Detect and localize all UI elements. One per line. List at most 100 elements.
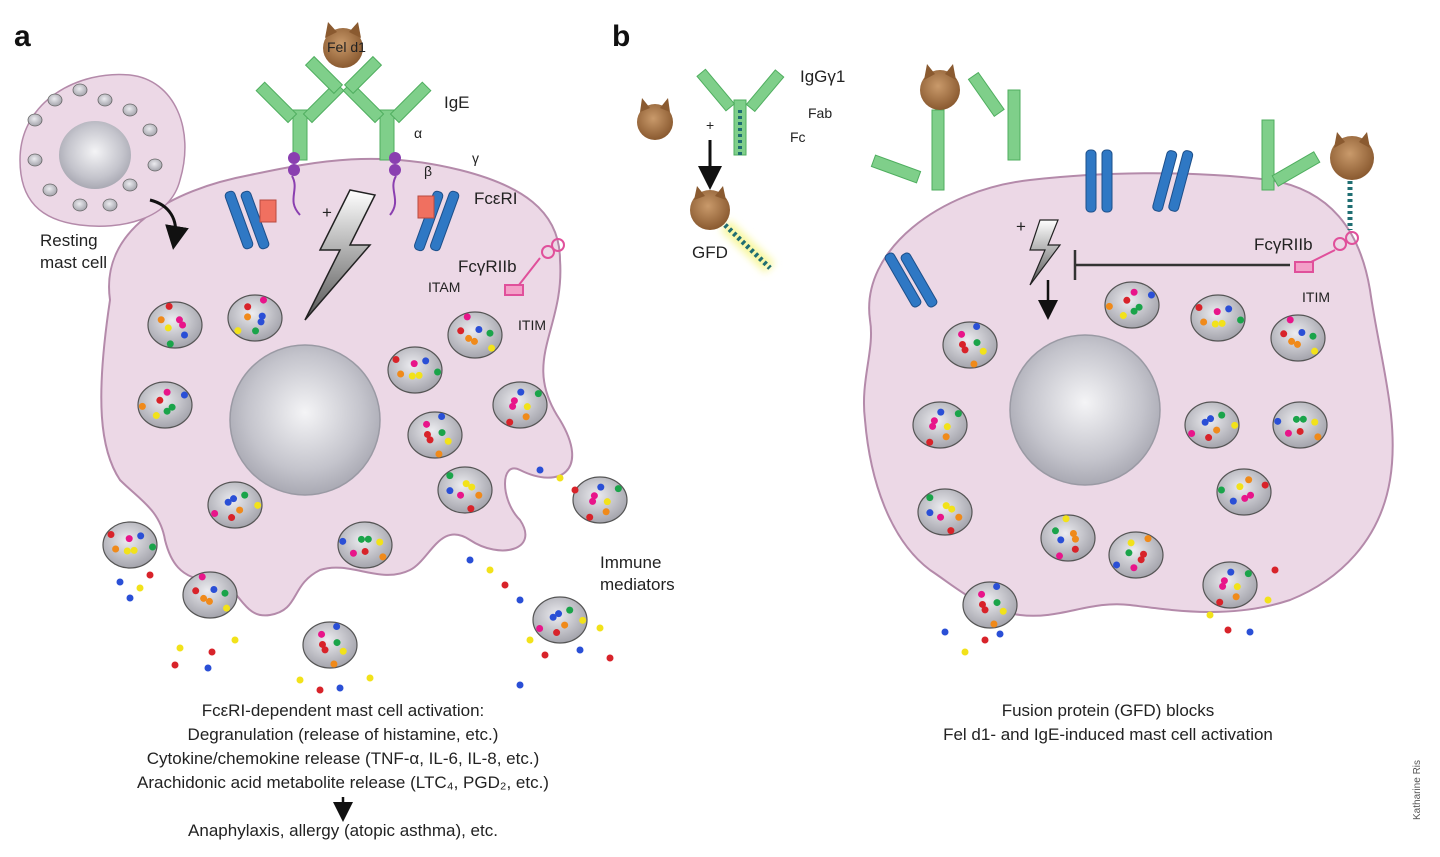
mediator-dot	[576, 646, 584, 654]
mediator-dot	[1264, 596, 1272, 604]
mediator-dot	[1224, 626, 1232, 634]
released-granule	[302, 621, 358, 669]
resting-granule	[122, 178, 138, 192]
resting-granule	[72, 83, 88, 97]
granule	[1184, 401, 1240, 449]
itim-label-b: ITIM	[1302, 289, 1330, 305]
itam-label: ITAM	[428, 279, 460, 295]
inhibition-line	[1073, 250, 1290, 280]
granule	[492, 381, 548, 429]
iggy1-antibody	[696, 68, 785, 156]
mediator-dot	[466, 556, 474, 564]
mediator-dot	[981, 636, 989, 644]
released-granule	[1202, 561, 1258, 609]
mediator-dot	[556, 474, 564, 482]
released-granule	[182, 571, 238, 619]
granules-b	[912, 281, 1328, 629]
plus-signal-b: +	[1016, 217, 1026, 236]
fel-d1-label: Fel d1	[327, 39, 366, 55]
illustrator-credit: Katharine Ris	[1412, 760, 1423, 820]
granule	[1104, 281, 1160, 329]
outcome-text: Anaphylaxis, allergy (atopic asthma), et…	[188, 821, 498, 840]
granule	[912, 401, 968, 449]
mediator-dot	[366, 674, 374, 682]
blocked-signal-bolt	[1029, 219, 1062, 286]
released-granule	[962, 581, 1018, 629]
immune-mediators-2: mediators	[600, 575, 675, 594]
panel-b: b IgGγ1 Fab Fc + GFD	[612, 20, 1394, 744]
fceri-receptor-left	[224, 190, 277, 250]
resting-mast-cell	[19, 73, 186, 227]
granule	[147, 301, 203, 349]
gfd-label: GFD	[692, 243, 728, 262]
resting-granule	[97, 93, 113, 107]
fab-label: Fab	[808, 105, 832, 121]
mediator-dot	[126, 594, 134, 602]
granule	[137, 381, 193, 429]
nucleus-a	[229, 344, 381, 496]
caption-a-line-2: Degranulation (release of histamine, etc…	[188, 725, 499, 744]
granule	[437, 466, 493, 514]
caption-a-line-3: Cytokine/chemokine release (TNF-α, IL-6,…	[147, 749, 539, 768]
granule	[1272, 401, 1328, 449]
mediator-dot	[596, 624, 604, 632]
granule	[942, 321, 998, 369]
granule	[207, 481, 263, 529]
fel-d1-cat-allergen-a	[323, 22, 363, 68]
resting-granule	[102, 198, 118, 212]
mediator-dot	[231, 636, 239, 644]
mediator-dot	[541, 651, 549, 659]
fceri-receptors-b	[884, 149, 1194, 308]
mediator-dot	[516, 681, 524, 689]
panel-b-letter: b	[612, 20, 630, 53]
itim-label-a: ITIM	[518, 317, 546, 333]
mediator-dot	[208, 648, 216, 656]
released-granule	[572, 476, 628, 524]
mediator-dot	[961, 648, 969, 656]
iggy1-label: IgGγ1	[800, 67, 845, 86]
fc-label: Fc	[790, 129, 806, 145]
granule	[447, 311, 503, 359]
alpha-label: α	[414, 125, 422, 141]
resting-granule	[47, 93, 63, 107]
fcgriib-label-a: FcγRIIb	[458, 257, 517, 276]
granule	[1216, 468, 1272, 516]
resting-label-2: mast cell	[40, 253, 107, 272]
mediator-dot	[606, 654, 614, 662]
fcgriib-receptor-b	[1294, 231, 1359, 273]
resting-granule	[122, 103, 138, 117]
granule	[917, 488, 973, 536]
panel-a-letter: a	[14, 20, 31, 53]
released-granule	[102, 521, 158, 569]
nucleus-b	[1009, 334, 1161, 486]
mediator-dot	[176, 644, 184, 652]
fceri-label: FcεRI	[474, 189, 517, 208]
mediator-dot	[204, 664, 212, 672]
plus-b: +	[706, 117, 714, 133]
plus-a: +	[322, 203, 332, 222]
mediator-dot	[296, 676, 304, 684]
fel-d1-cat-allergen-b1	[637, 98, 673, 140]
mediator-dot	[526, 636, 534, 644]
beta-label: β	[424, 163, 432, 179]
mediator-dot	[336, 684, 344, 692]
granule	[337, 521, 393, 569]
fcgriib-label-b: FcγRIIb	[1254, 235, 1313, 254]
mediator-dot	[501, 581, 509, 589]
released-mediators-a	[116, 466, 614, 694]
mediator-dot	[516, 596, 524, 604]
fel-d1-cat-allergen-b2	[920, 64, 960, 110]
fceri-alpha-chains	[288, 152, 401, 176]
mediator-dot	[136, 584, 144, 592]
activation-signal-bolt	[304, 189, 377, 321]
granule	[407, 411, 463, 459]
mediator-dot	[1246, 628, 1254, 636]
granule	[1190, 294, 1246, 342]
resting-to-active-arrow	[149, 198, 189, 250]
resting-granule	[42, 183, 58, 197]
caption-a-line-1: FcεRI-dependent mast cell activation:	[202, 701, 485, 720]
gfd-fusion-protein	[690, 186, 775, 274]
panel-a: a Resting mast cell	[14, 20, 675, 840]
mediator-dot	[1271, 566, 1279, 574]
